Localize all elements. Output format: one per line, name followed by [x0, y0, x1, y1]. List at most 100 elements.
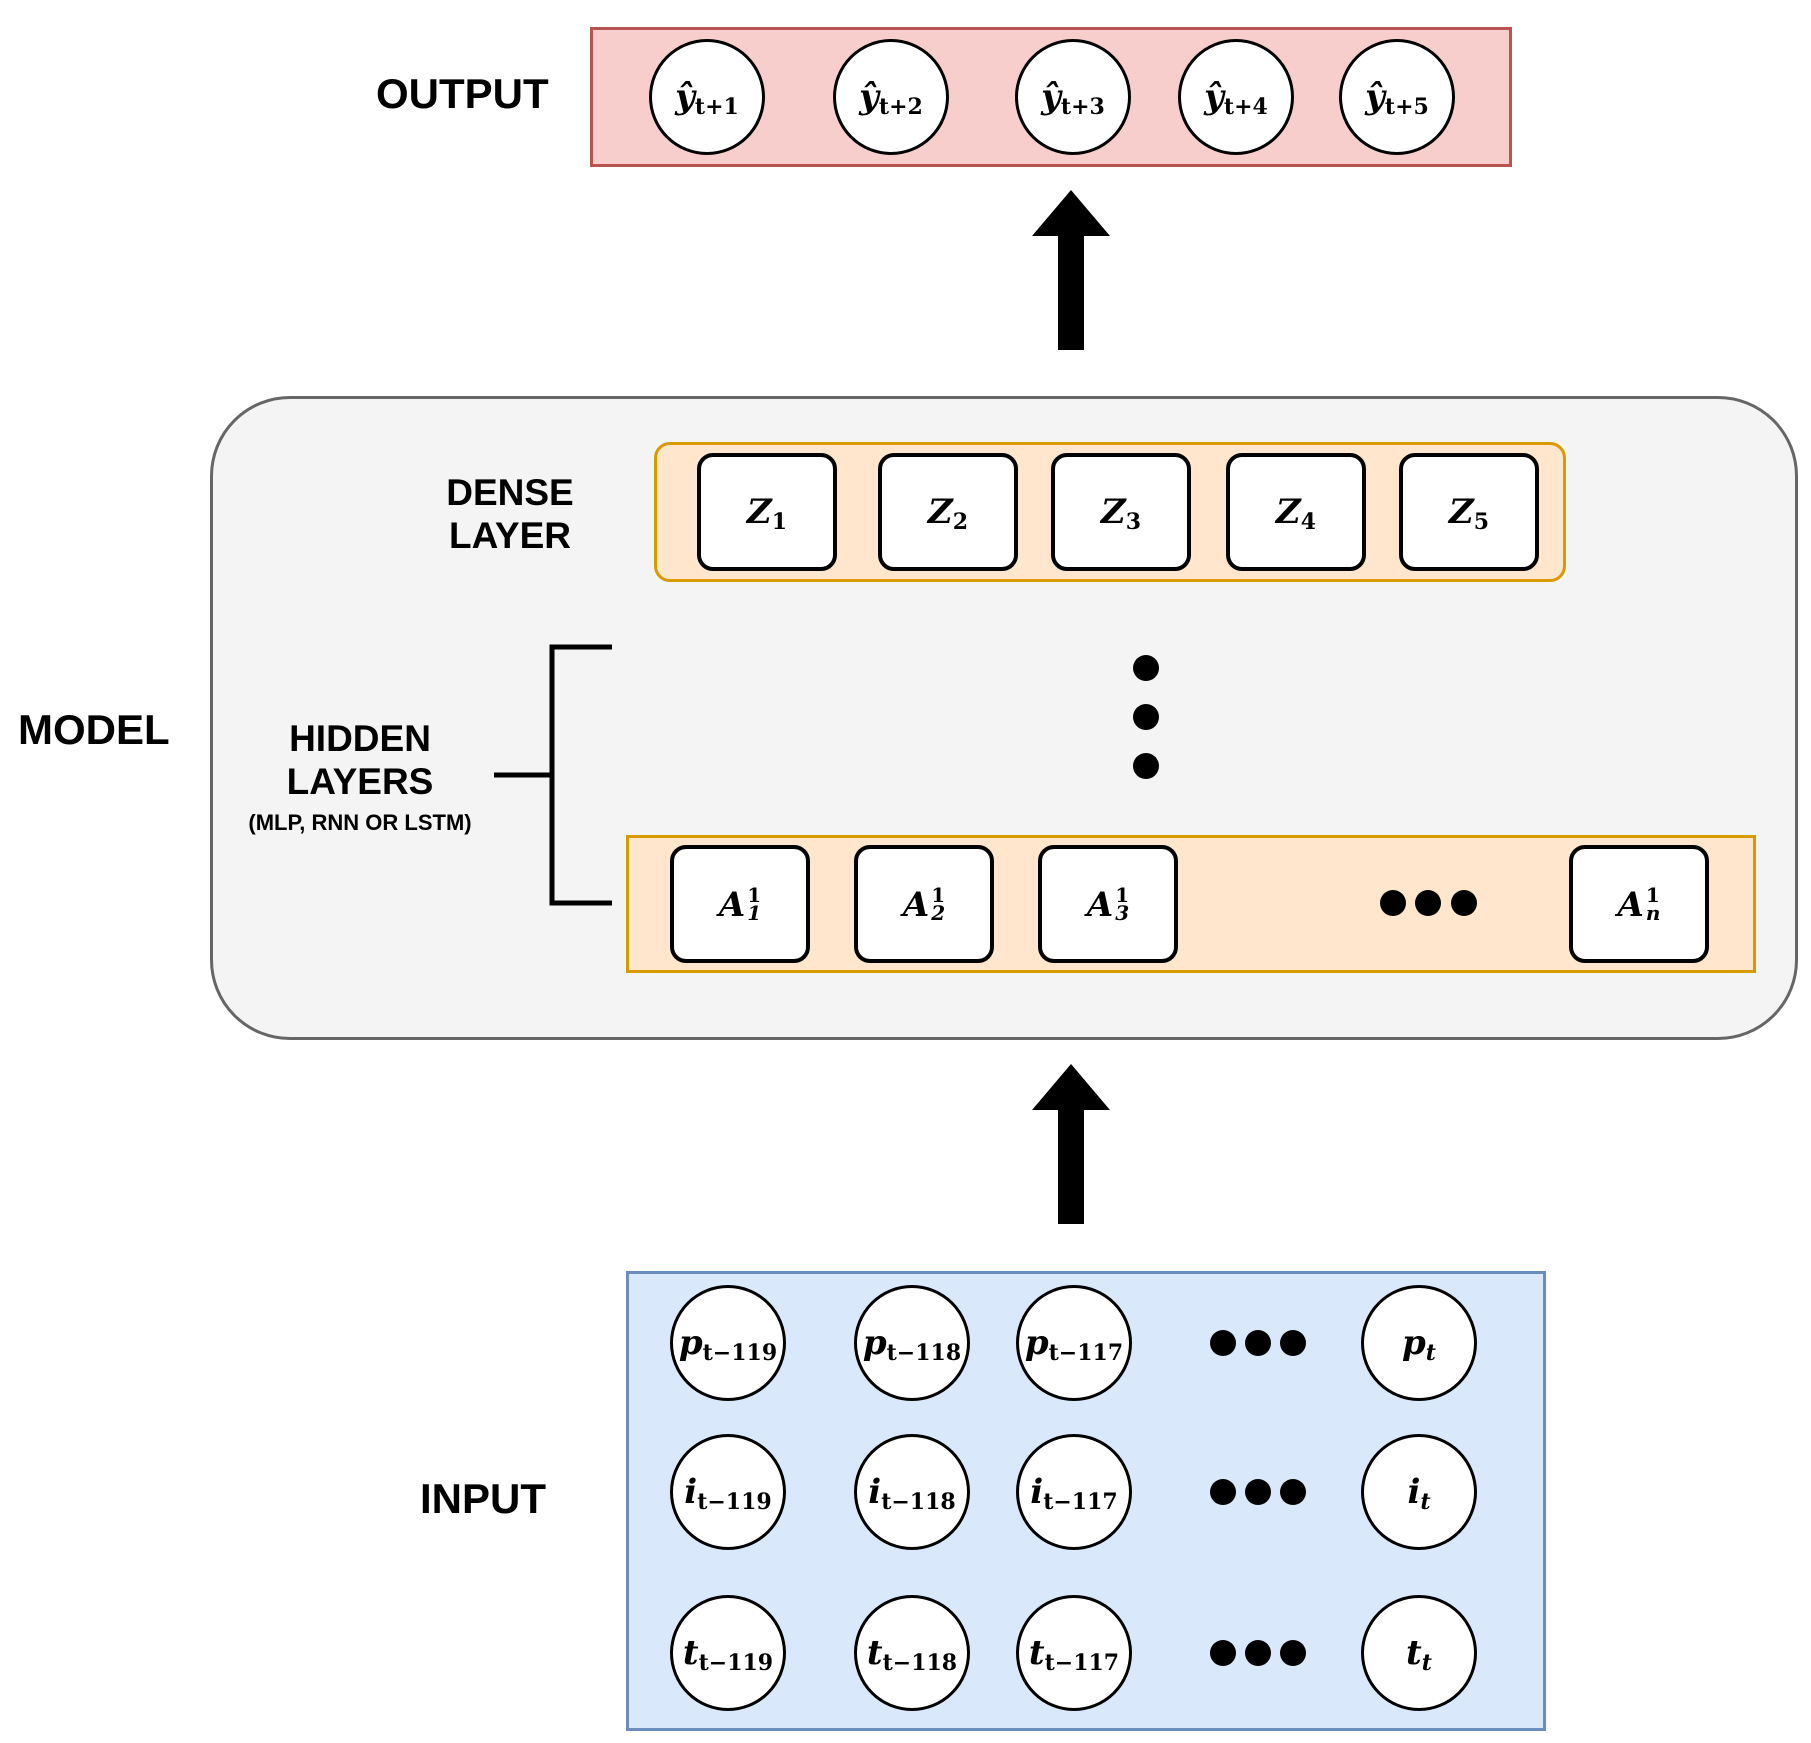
- math-base: t: [682, 1633, 699, 1673]
- math-base: Z: [927, 492, 953, 532]
- math-base: i: [684, 1472, 698, 1512]
- dense-label-line2: LAYER: [448, 514, 571, 556]
- math-base: i: [1407, 1472, 1421, 1512]
- math-subscript: 2: [952, 509, 969, 535]
- math-base: p: [862, 1323, 887, 1363]
- math-base: p: [1024, 1323, 1049, 1363]
- ellipsis-dot: [1380, 890, 1406, 916]
- ellipsis-dot: [1133, 704, 1159, 730]
- ellipsis-dot: [1451, 890, 1477, 916]
- math-base: A: [718, 885, 746, 925]
- hidden-label-line1: HIDDEN: [289, 718, 431, 759]
- math-subscript: t+5: [1384, 94, 1429, 120]
- math-subscript: 2: [931, 901, 946, 925]
- math-subscript: t+2: [878, 94, 923, 120]
- math-subscript: t−118: [882, 1650, 958, 1676]
- arrow-up-icon: [1032, 190, 1110, 350]
- math-subscript: t−119: [702, 1340, 778, 1366]
- math-base: A: [1617, 885, 1644, 925]
- math-subscript: n: [1645, 901, 1661, 925]
- math-base: Z: [1448, 492, 1474, 532]
- model-label: MODEL: [18, 706, 170, 753]
- math-base: ŷ: [1204, 77, 1224, 117]
- math-subscript: t−119: [698, 1650, 774, 1676]
- math-superscript: 1: [931, 883, 946, 907]
- math-base: i: [1030, 1472, 1044, 1512]
- ellipsis-dot: [1280, 1479, 1306, 1505]
- math-subscript: 1: [747, 901, 762, 925]
- math-subscript: t−118: [886, 1340, 962, 1366]
- math-base: ŷ: [675, 77, 695, 117]
- math-subscript: 3: [1115, 901, 1130, 925]
- math-subscript: 5: [1473, 509, 1490, 535]
- math-base: ŷ: [1041, 77, 1061, 117]
- bracket: [494, 644, 612, 906]
- math-base: t: [866, 1633, 883, 1673]
- math-subscript: t: [1420, 1489, 1431, 1515]
- math-subscript: t−117: [1048, 1340, 1124, 1366]
- hidden-layers-sublabel: (MLP, RNN OR LSTM): [248, 810, 472, 835]
- math-base: Z: [1275, 492, 1301, 532]
- math-subscript: t−119: [697, 1489, 772, 1515]
- math-subscript: t+1: [694, 94, 739, 120]
- ellipsis-dot: [1415, 890, 1441, 916]
- math-base: ŷ: [859, 77, 879, 117]
- ellipsis-dot: [1245, 1330, 1271, 1356]
- math-base: ŷ: [1365, 77, 1385, 117]
- math-base: p: [678, 1323, 703, 1363]
- hidden-layers-label: HIDDEN LAYERS: [260, 718, 460, 803]
- ellipsis-dot: [1245, 1640, 1271, 1666]
- math-subscript: t−118: [881, 1489, 956, 1515]
- math-superscript: 1: [747, 883, 762, 907]
- math-base: A: [902, 885, 930, 925]
- arrow-up-icon: [1032, 1064, 1110, 1224]
- math-subscript: t+3: [1060, 94, 1105, 120]
- math-subscript: t+4: [1223, 94, 1268, 120]
- math-subscript: 1: [771, 509, 788, 535]
- ellipsis-dot: [1210, 1640, 1236, 1666]
- math-superscript: 1: [1645, 883, 1660, 907]
- output-label: OUTPUT: [376, 70, 549, 117]
- math-base: i: [868, 1472, 882, 1512]
- math-base: p: [1402, 1323, 1426, 1363]
- math-base: Z: [746, 492, 772, 532]
